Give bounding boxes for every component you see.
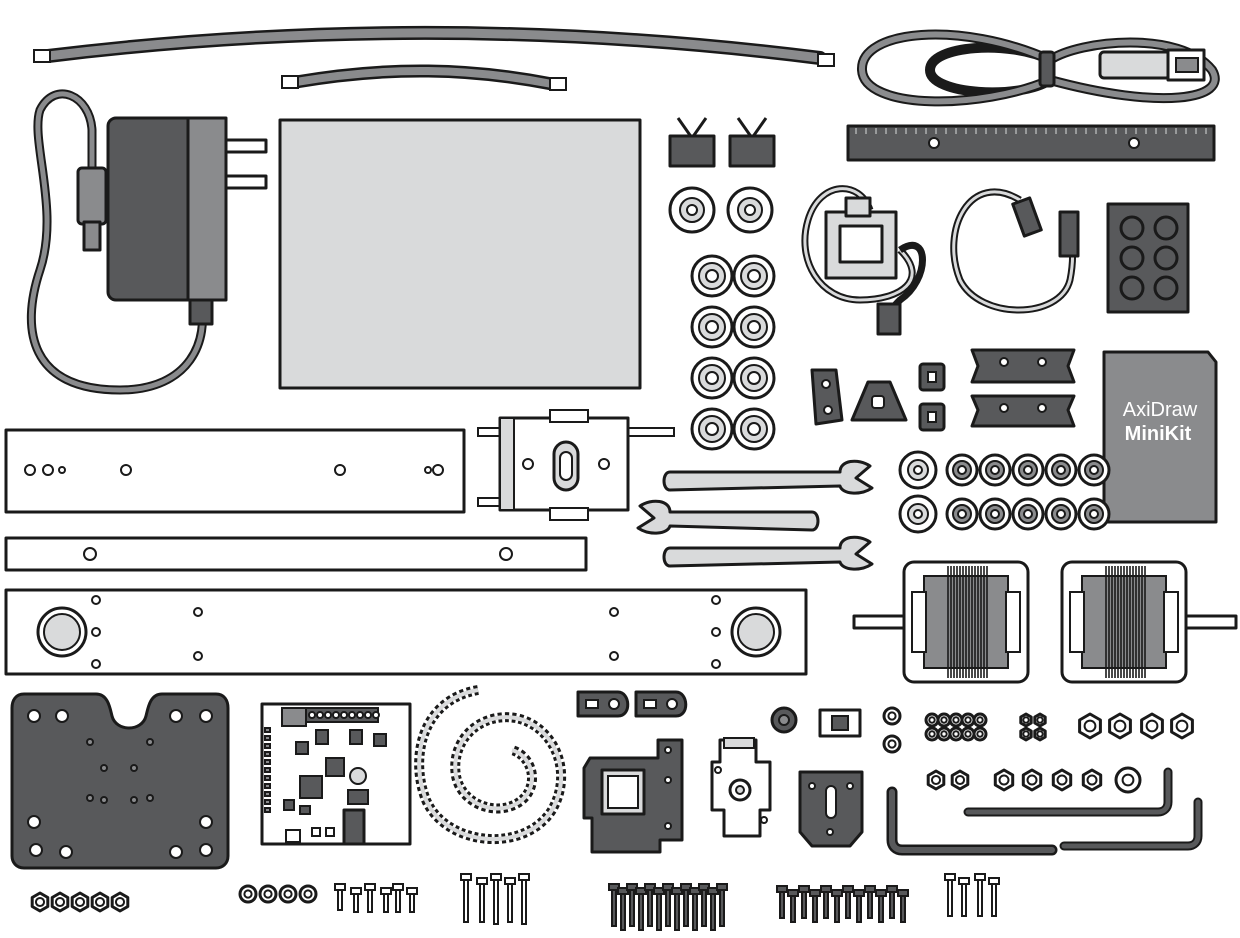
hole [1121, 277, 1143, 299]
screw [945, 874, 955, 916]
screw [491, 874, 501, 924]
screw [975, 874, 985, 916]
hole [200, 710, 212, 722]
screw [618, 888, 628, 930]
wheels [900, 452, 1109, 532]
small-brackets [812, 350, 1074, 430]
hole [56, 710, 68, 722]
screw [505, 878, 515, 922]
screw [477, 878, 487, 922]
hole [610, 652, 618, 660]
hole [92, 596, 100, 604]
screw [887, 886, 897, 918]
hole [1155, 247, 1177, 269]
hole [1121, 217, 1143, 239]
hole [200, 816, 212, 828]
screw [351, 888, 361, 912]
screw [854, 890, 864, 922]
hole [170, 846, 182, 858]
binder-clips [670, 118, 774, 166]
screw [717, 884, 727, 926]
screw [843, 886, 853, 918]
screw [636, 888, 646, 930]
servo [805, 189, 923, 334]
kit-box-line2: MiniKit [1125, 423, 1192, 445]
hole [1121, 247, 1143, 269]
acrylic-sheet [280, 120, 640, 388]
control-board [262, 704, 410, 844]
hole [92, 660, 100, 668]
short-cable [282, 71, 566, 90]
screw [381, 888, 391, 912]
screw [519, 874, 529, 924]
hole [28, 816, 40, 828]
kit-box-line1: AxiDraw [1123, 399, 1198, 421]
screw [959, 878, 969, 916]
screw [799, 886, 809, 918]
hole [712, 660, 720, 668]
screw [672, 888, 682, 930]
timing-belt [419, 690, 561, 839]
hole [1155, 277, 1177, 299]
screw [821, 886, 831, 918]
screw [898, 890, 908, 922]
servo-cable [954, 192, 1078, 310]
screw [654, 888, 664, 930]
hole [28, 710, 40, 722]
screw [777, 886, 787, 918]
end-block [1108, 204, 1188, 312]
hole [30, 844, 42, 856]
screw [788, 890, 798, 922]
screw [335, 884, 345, 910]
hole [712, 628, 720, 636]
screw [407, 888, 417, 912]
screw [690, 888, 700, 930]
pulleys [670, 188, 774, 449]
hole [92, 628, 100, 636]
screw [810, 890, 820, 922]
kit-box: AxiDraw MiniKit [1104, 352, 1216, 522]
belt-rail [848, 126, 1214, 160]
hole [194, 608, 202, 616]
screw [876, 890, 886, 922]
screw [832, 890, 842, 922]
hole [610, 608, 618, 616]
usb-cable [862, 35, 1215, 102]
screw [393, 884, 403, 912]
stepper-motors [854, 562, 1236, 682]
stepper-motor [1062, 562, 1236, 682]
hole [1155, 217, 1177, 239]
hole [60, 846, 72, 858]
base-plate [12, 694, 228, 868]
wrenches [638, 461, 872, 569]
hole [712, 596, 720, 604]
pen-mount [578, 692, 862, 852]
screw [461, 874, 471, 922]
screw [365, 884, 375, 912]
screw [865, 886, 875, 918]
power-adapter [31, 94, 266, 390]
screw [989, 878, 999, 916]
stepper-motor [854, 562, 1028, 682]
screw [708, 888, 718, 930]
hole [194, 652, 202, 660]
hole [200, 844, 212, 856]
long-cable [34, 33, 834, 66]
hole [170, 710, 182, 722]
